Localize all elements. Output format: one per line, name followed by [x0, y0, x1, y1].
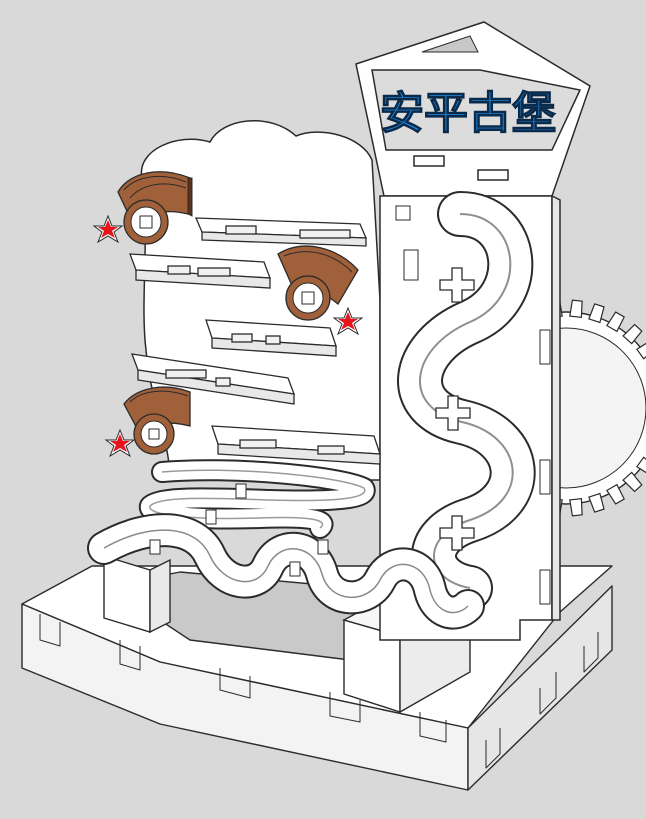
tower-body-right: [551, 194, 561, 621]
shelf-3: [205, 319, 337, 357]
cannon-icon: [92, 171, 193, 245]
cross-icon: [439, 515, 475, 551]
star-icon: [92, 214, 124, 244]
star-icon: [104, 428, 136, 458]
gear-tooth: [588, 492, 605, 513]
gear-tooth: [569, 498, 583, 517]
gear-tooth: [622, 323, 643, 345]
gear-tooth: [622, 471, 643, 493]
left-support: [103, 555, 171, 634]
star-icon: [332, 306, 364, 336]
shelves: [129, 217, 381, 465]
shelf-1: [194, 217, 368, 247]
cannon-icon: [277, 245, 364, 336]
shelf-4: [131, 353, 295, 405]
gear-tooth: [569, 299, 583, 318]
cross-icon: [435, 395, 471, 431]
shelf-5: [211, 425, 381, 465]
shelf-2: [129, 253, 271, 289]
tower-sign-window: [371, 69, 582, 151]
sign-text: 安平古堡: [380, 88, 556, 139]
cross-icon: [439, 267, 475, 303]
cross-cutouts: [435, 267, 475, 551]
cannon-icon: [104, 386, 191, 458]
gear-tooth: [588, 303, 605, 324]
gear-tooth: [636, 456, 646, 474]
gear-tooth: [606, 311, 625, 333]
gear-tooth: [606, 483, 625, 505]
